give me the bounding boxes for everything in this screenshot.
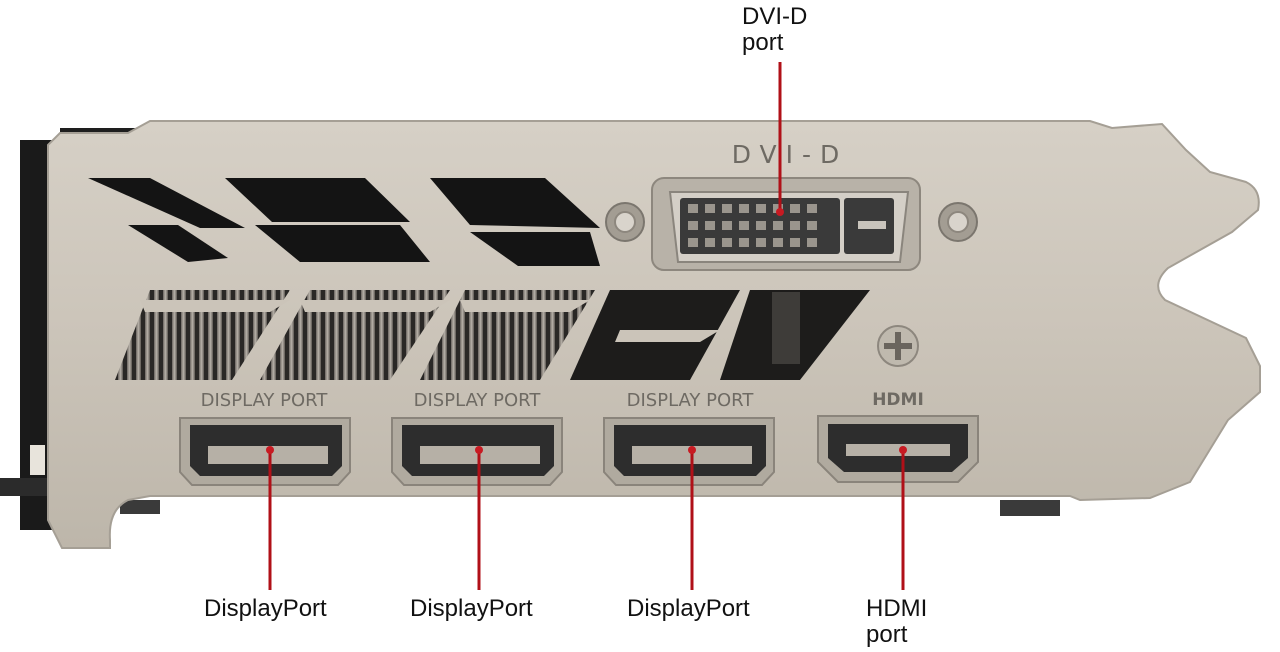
- dvi-pin-grid: [688, 204, 817, 247]
- leader-dot-dvi: [776, 208, 784, 216]
- dvi-left-screw: [605, 202, 645, 242]
- dvi-d-port-callout: DVI-D port: [742, 4, 807, 56]
- dvi-d-engraved-label: DVI-D: [732, 140, 849, 169]
- leader-lines: [268, 62, 905, 590]
- dvi-right-screw: [938, 202, 978, 242]
- displayport-2-callout: DisplayPort: [410, 595, 533, 622]
- dvi-d-callout-line1: DVI-D: [742, 3, 808, 30]
- dvi-d-connector: [651, 177, 921, 271]
- lower-vents: [115, 290, 870, 380]
- leader-dot-dp1: [266, 446, 274, 454]
- upper-vents: [88, 178, 600, 266]
- displayport-2-engraved-label: DISPLAY PORT: [414, 390, 542, 411]
- leader-dot-dp3: [688, 446, 696, 454]
- hdmi-engraved-label: HDMI: [872, 390, 924, 410]
- hdmi-callout-line2: port: [866, 621, 908, 648]
- displayport-connector-1: [179, 417, 351, 486]
- leader-dots: [266, 208, 907, 454]
- dvi-d-callout-line2: port: [742, 29, 784, 56]
- displayport-1-callout: DisplayPort: [204, 595, 327, 622]
- displayport-3-callout: DisplayPort: [627, 595, 750, 622]
- hdmi-connector: [817, 415, 979, 483]
- leader-dot-hdmi: [899, 446, 907, 454]
- displayport-3-engraved-label: DISPLAY PORT: [627, 390, 755, 411]
- leader-dot-dp2: [475, 446, 483, 454]
- displayport-1-engraved-label: DISPLAY PORT: [201, 390, 329, 411]
- hdmi-port-callout: HDMI port: [866, 596, 927, 648]
- bracket-screw-icon: [877, 325, 919, 367]
- hdmi-callout-line1: HDMI: [866, 595, 928, 622]
